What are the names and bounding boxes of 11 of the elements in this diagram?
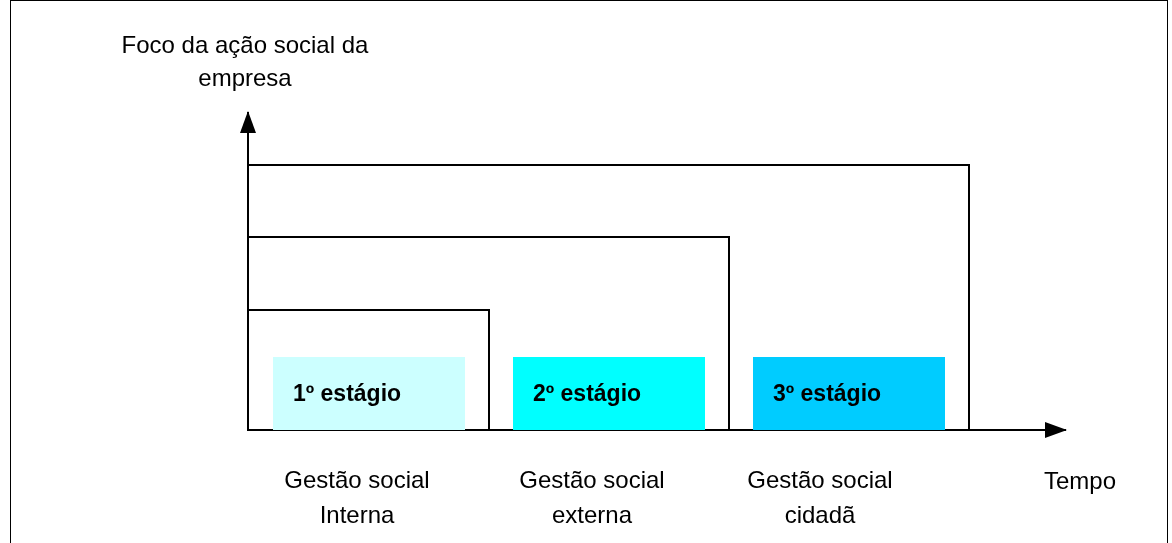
stage-label: 2º estágio [533,380,642,407]
stage-label: 1º estágio [293,380,402,407]
axis-label: Tempo [1042,466,1117,496]
stage-box [753,357,945,430]
stage-caption: Gestão social cidadã [746,465,894,530]
stage-caption: Gestão social externa [518,465,666,530]
axis-label: Foco da ação social da empresa [120,30,370,93]
stage-box [273,357,465,430]
stage-caption: Gestão social Interna [283,465,431,530]
stage-box [513,357,705,430]
stage-label: 3º estágio [773,380,882,407]
